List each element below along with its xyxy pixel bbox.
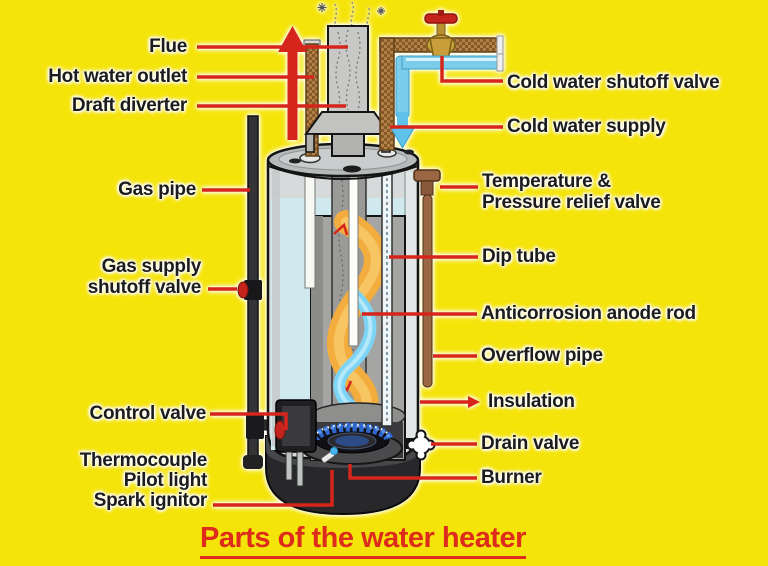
label-insulation: Insulation bbox=[488, 391, 575, 412]
label-burner: Burner bbox=[481, 467, 542, 488]
label-flue: Flue bbox=[149, 36, 187, 57]
label-spark-ignitor: Spark ignitor bbox=[93, 490, 208, 511]
label-hot-water-outlet: Hot water outlet bbox=[48, 66, 187, 87]
overflow-pipe bbox=[413, 169, 441, 388]
drain-valve bbox=[406, 429, 436, 461]
leader-lines bbox=[197, 45, 503, 507]
page-title: Parts of the water heater bbox=[200, 522, 526, 559]
exhaust-arrow-icon bbox=[278, 26, 307, 140]
label-cold-water-shutoff-valve: Cold water shutoff valve bbox=[507, 72, 720, 93]
label-temperature-pressure-relief-valve: Temperature & Pressure relief valve bbox=[482, 171, 661, 213]
draft-diverter bbox=[304, 111, 392, 135]
spark-glyphs-icon bbox=[317, 3, 385, 15]
gas-pipe bbox=[237, 115, 281, 469]
anode-rod bbox=[348, 165, 359, 347]
hot-water-tube-inner bbox=[304, 165, 316, 289]
label-pilot-light: Pilot light bbox=[123, 470, 208, 491]
label-anticorrosion-anode-rod: Anticorrosion anode rod bbox=[481, 303, 696, 324]
label-gas-supply-shutoff-valve: Gas supply shutoff valve bbox=[87, 256, 202, 298]
label-control-valve: Control valve bbox=[89, 403, 207, 424]
insulation-arrowhead-icon bbox=[468, 396, 480, 408]
flue-pipe bbox=[304, 25, 392, 157]
label-overflow-pipe: Overflow pipe bbox=[481, 345, 603, 366]
label-cold-water-supply: Cold water supply bbox=[507, 116, 666, 137]
label-gas-pipe: Gas pipe bbox=[118, 179, 196, 200]
cold-water-shutoff-valve bbox=[424, 10, 458, 61]
label-thermocouple: Thermocouple bbox=[79, 450, 208, 471]
tank-lid bbox=[266, 142, 420, 180]
smoke-wisps-icon bbox=[334, 1, 371, 29]
insulation-layer bbox=[406, 172, 416, 446]
label-drain-valve: Drain valve bbox=[481, 433, 580, 454]
label-dip-tube: Dip tube bbox=[482, 246, 556, 267]
pilot-flame-icon bbox=[330, 447, 338, 455]
cold-water-blue-pipe bbox=[390, 53, 504, 150]
label-draft-diverter: Draft diverter bbox=[71, 95, 187, 116]
